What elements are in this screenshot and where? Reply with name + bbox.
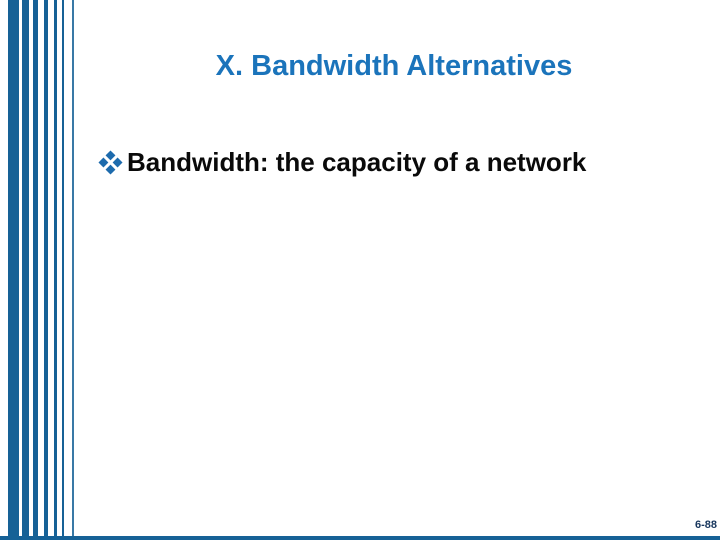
vertical-stripe <box>61 0 64 540</box>
diamond-bullet-icon <box>98 149 123 175</box>
bullet-line: Bandwidth: the capacity of a network <box>98 142 587 182</box>
page-number: 6-88 <box>694 519 717 531</box>
vertical-stripe <box>44 0 48 540</box>
bottom-bar <box>0 536 720 540</box>
vertical-stripe <box>21 0 29 540</box>
vertical-stripe <box>8 0 19 540</box>
vertical-stripe <box>33 0 38 540</box>
vertical-stripe <box>72 0 74 540</box>
vertical-stripe <box>54 0 57 540</box>
slide-title: X. Bandwidth Alternatives <box>215 50 573 82</box>
bullet-text: Bandwidth: the capacity of a network <box>127 146 587 177</box>
